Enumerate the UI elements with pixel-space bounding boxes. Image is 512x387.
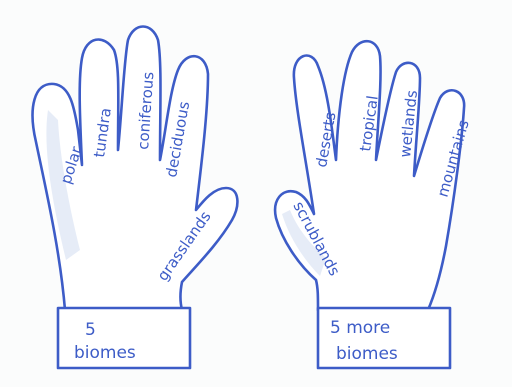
right-cuff-line-1: 5 more <box>330 318 390 338</box>
left-cuff-line-2: biomes <box>74 343 136 363</box>
left-cuff-line-1: 5 <box>85 320 96 340</box>
right-cuff-line-2: biomes <box>336 344 398 364</box>
left-hand: polar tundra coniferous deciduous grassl… <box>33 27 238 369</box>
right-hand: deserts tropical wetlands mountains scru… <box>275 41 473 368</box>
right-hand-outline <box>275 41 464 310</box>
